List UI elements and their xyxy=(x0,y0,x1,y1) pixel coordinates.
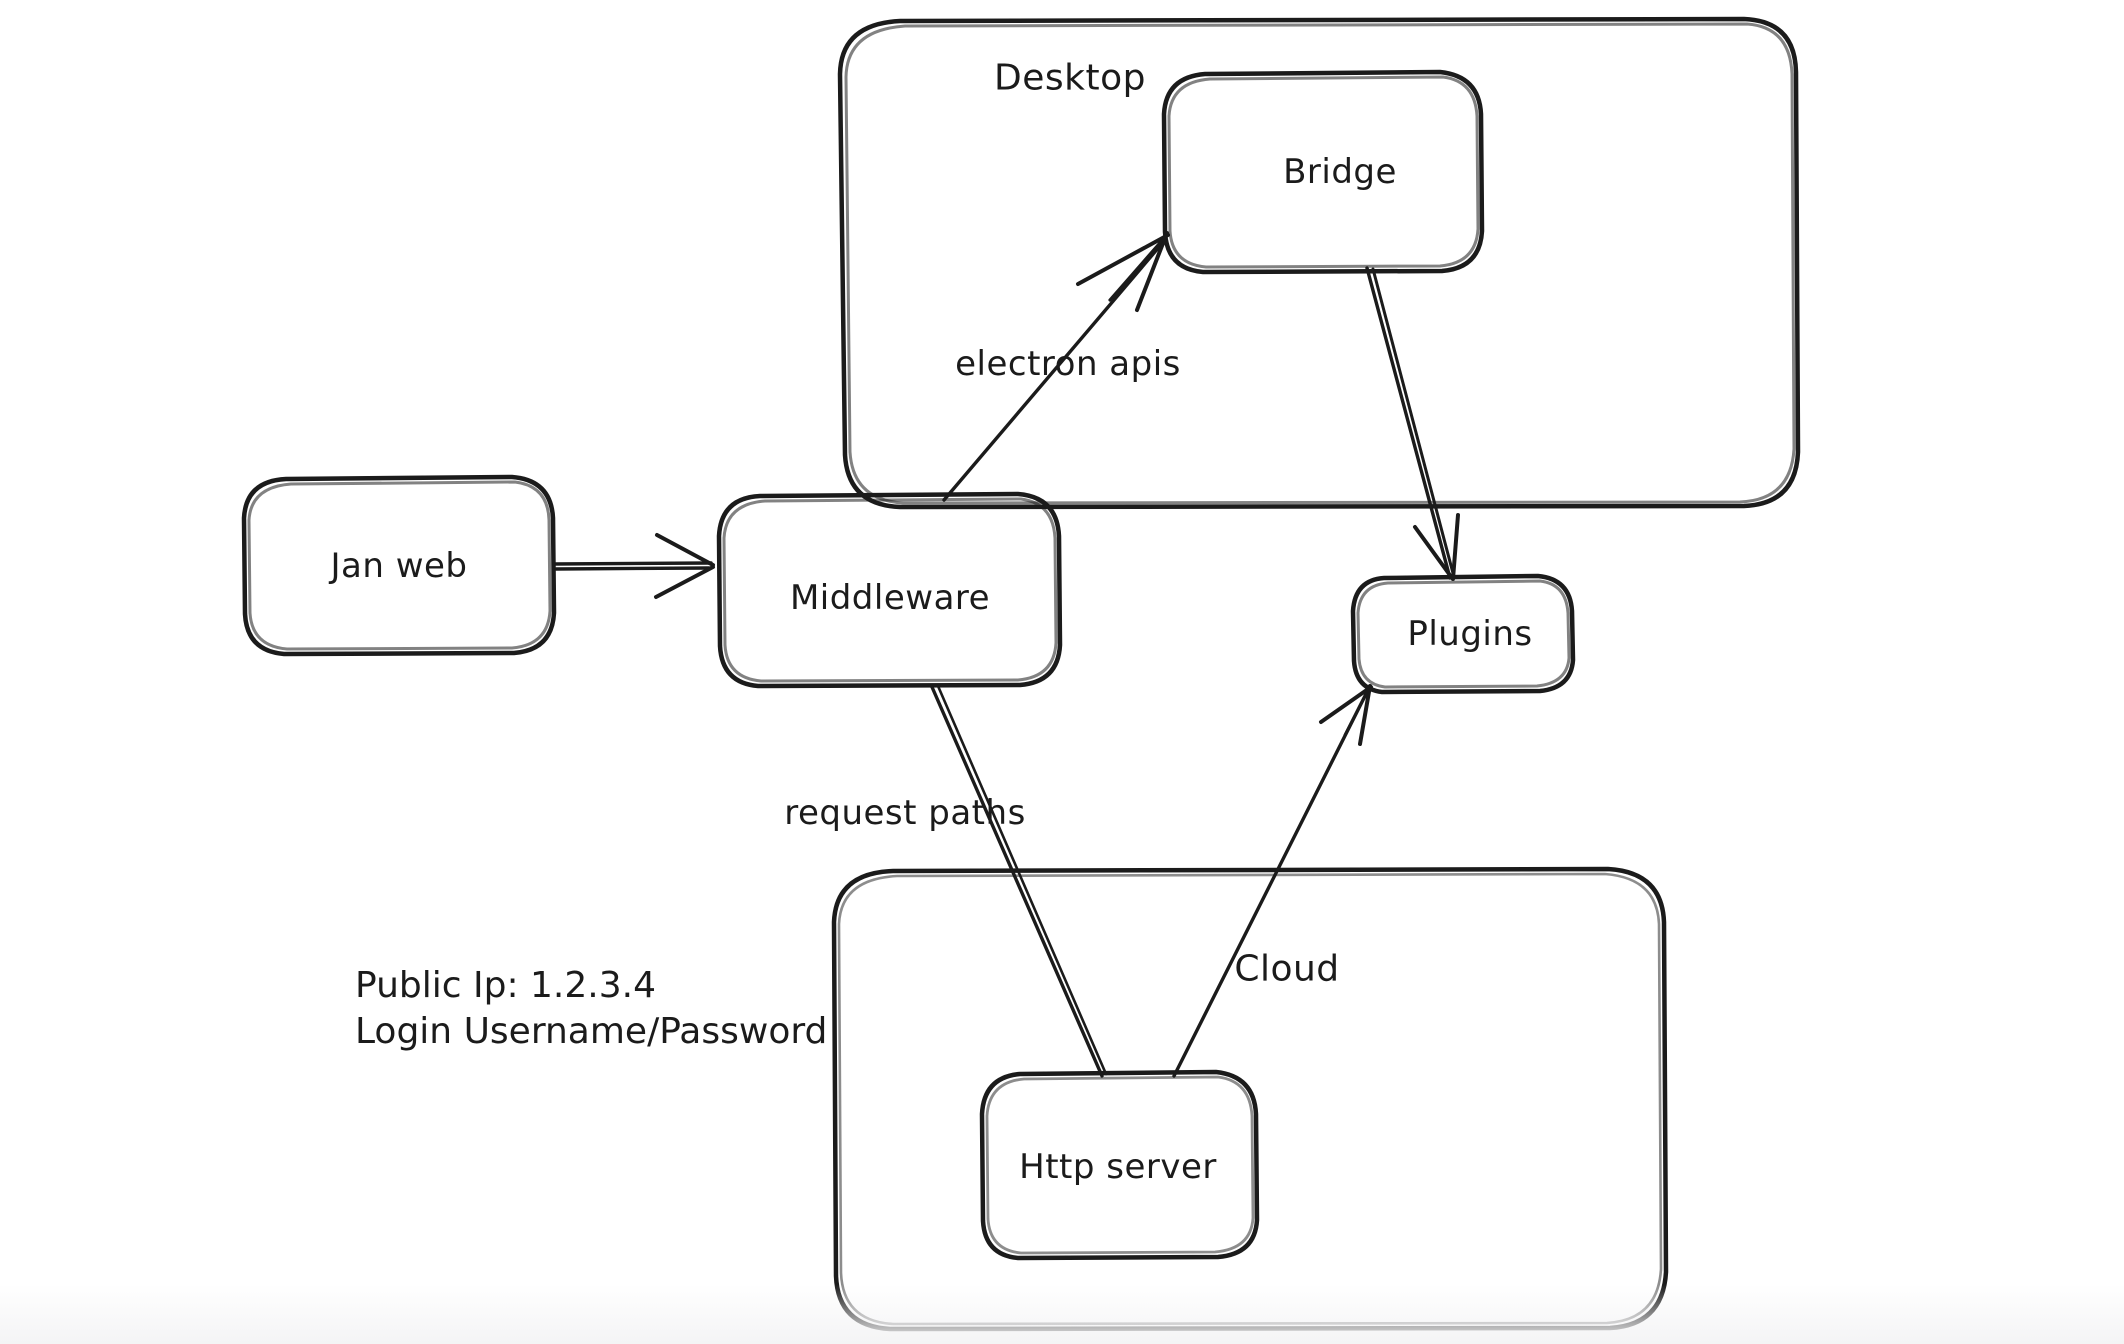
notes-block: Public Ip: 1.2.3.4 Login Username/Passwo… xyxy=(355,963,827,1055)
edge-middleware-to-bridge xyxy=(942,231,1170,502)
edge-jan-web-to-middleware xyxy=(552,533,715,599)
node-label-bridge[interactable]: Bridge xyxy=(1283,152,1397,192)
node-jan-web-outline xyxy=(241,474,557,657)
edge-http-server-to-plugins xyxy=(1172,684,1373,1078)
edge-label-electron-apis: electron apis xyxy=(955,344,1181,384)
group-desktop-outline xyxy=(837,16,1801,510)
node-label-middleware[interactable]: Middleware xyxy=(789,578,991,618)
note-login-credentials: Login Username/Password xyxy=(355,1011,828,1053)
edge-label-request-paths: request paths xyxy=(784,793,1026,833)
node-label-jan-web[interactable]: Jan web xyxy=(330,546,468,586)
edge-middleware-to-http-server xyxy=(930,684,1108,1078)
note-public-ip: Public Ip: 1.2.3.4 xyxy=(355,965,656,1006)
node-label-plugins[interactable]: Plugins xyxy=(1407,614,1533,654)
node-http-server-outline xyxy=(979,1069,1260,1261)
node-label-http-server[interactable]: Http server xyxy=(1019,1147,1217,1187)
group-label-cloud: Cloud xyxy=(1234,948,1340,990)
node-bridge-outline xyxy=(1161,69,1485,275)
group-label-desktop: Desktop xyxy=(994,57,1146,99)
edge-bridge-to-plugins xyxy=(1365,266,1460,581)
node-middleware-outline xyxy=(716,491,1063,689)
node-plugins-outline xyxy=(1350,573,1576,695)
